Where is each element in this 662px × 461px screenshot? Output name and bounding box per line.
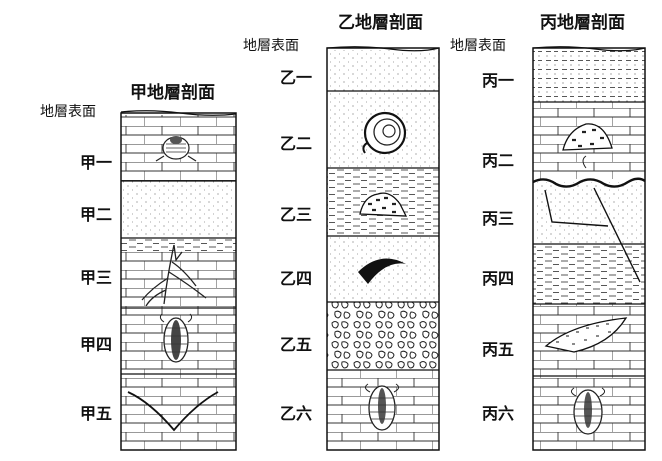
layer-label-a1: 甲一	[80, 153, 113, 172]
layer-label-c2: 丙二	[482, 151, 515, 170]
column-a-surface-label: 地層表面	[40, 104, 96, 120]
layer-label-b5: 乙五	[280, 335, 313, 354]
shell-bed-fossil	[544, 317, 628, 353]
layer-label-c3: 丙三	[482, 209, 515, 228]
layer-b1	[327, 50, 439, 91]
plant-fossil	[141, 244, 207, 307]
layer-b5	[327, 302, 439, 370]
layer-label-a3: 甲三	[80, 268, 113, 287]
layer-label-b3: 乙三	[280, 205, 313, 224]
column-b-surface-label: 地層表面	[243, 38, 299, 54]
layer-label-c6: 丙六	[482, 404, 515, 423]
fault	[544, 187, 641, 283]
column-c-title: 丙地層剖面	[540, 13, 625, 33]
layer-label-a2: 甲二	[80, 205, 113, 224]
trilobite-fossil	[159, 313, 193, 363]
unconformity	[532, 177, 646, 188]
coral-fossil	[562, 123, 613, 169]
column-b-title: 乙地層剖面	[338, 13, 423, 33]
trilobite-fossil	[155, 136, 197, 162]
layer-label-b4: 乙四	[280, 269, 313, 288]
layer-label-b6: 乙六	[280, 404, 313, 423]
layer-label-a5: 甲五	[80, 404, 113, 423]
layer-label-c4: 丙四	[482, 269, 515, 288]
layer-label-c5: 丙五	[482, 340, 515, 359]
layer-label-b1: 乙一	[280, 68, 313, 87]
column-c	[532, 46, 646, 451]
trilobite-fossil	[570, 387, 606, 435]
trilobite-fossil	[364, 383, 400, 431]
column-b	[326, 46, 440, 451]
coral-fossil	[359, 192, 408, 217]
ammonite-fossil	[362, 111, 407, 155]
layer-a2	[121, 181, 236, 238]
layer-a3-top	[121, 238, 236, 252]
fold-line	[127, 391, 219, 432]
layer-c3	[533, 182, 645, 244]
layer-label-a4: 甲四	[80, 335, 113, 354]
column-a	[120, 110, 237, 451]
layer-a3	[121, 252, 236, 308]
layer-c4	[533, 244, 645, 304]
layer-c1	[533, 50, 645, 102]
layer-label-b2: 乙二	[280, 134, 313, 153]
column-a-title: 甲地層剖面	[130, 83, 215, 103]
shell-fossil	[358, 258, 406, 284]
column-c-surface-label: 地層表面	[450, 38, 506, 54]
layer-label-c1: 丙一	[482, 71, 515, 90]
layer-a5	[121, 374, 236, 450]
